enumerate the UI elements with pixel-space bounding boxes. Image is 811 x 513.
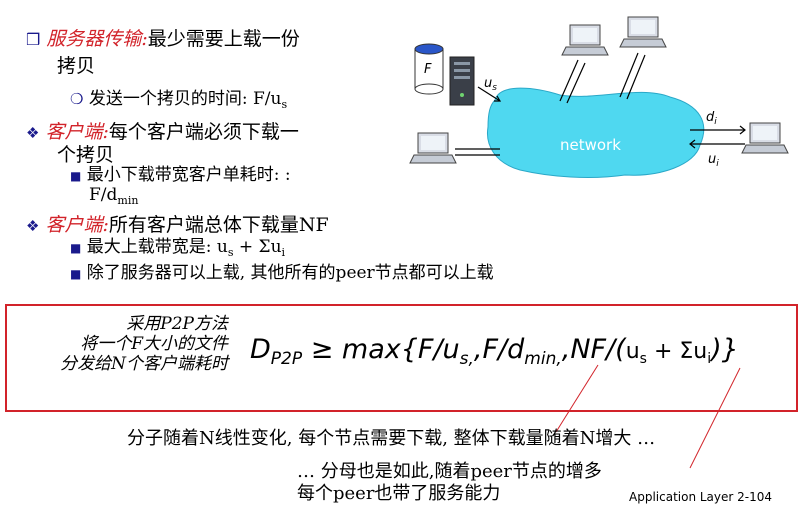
bullet-text-cont: 个拷贝	[57, 144, 115, 166]
sub-bullet-cont: F/dmin	[89, 185, 139, 207]
diamond-bullet-icon: ❖	[26, 124, 40, 142]
laptop-icon-left	[409, 132, 457, 164]
formula-left-line3: 分发给N个客户端耗时	[60, 354, 228, 374]
formula-box	[5, 304, 798, 412]
bullet-label: 客户端:	[45, 214, 109, 236]
network-diagram: F us network di ui	[409, 16, 789, 178]
circle-bullet-icon: ❍	[70, 90, 84, 108]
link-arrows	[455, 52, 746, 156]
file-icon	[414, 43, 444, 95]
bullet-clients-total: ❖ 客户端:所有客户端总体下载量NF	[26, 213, 329, 238]
di-label: di	[706, 110, 717, 127]
formula-left-label: 采用P2P方法 将一个F大小的文件 分发给N个客户端耗时	[14, 314, 228, 374]
bullet-text: 所有客户端总体下载量NF	[108, 214, 329, 236]
sub-bullet-server-time: ❍ 发送一个拷贝的时间: F/us	[70, 89, 288, 111]
page-footer: Application Layer 2-104	[629, 490, 773, 504]
square-fill-bullet-icon: ■	[70, 169, 82, 183]
laptop-icon-top-left	[561, 24, 609, 56]
sub-bullet-max-upload: ■ 最大上载带宽是: us + Σui	[70, 237, 286, 259]
p2p-formula: DP2P ≥ max{F/us,,F/dmin,,NF/(us + Σui)}	[250, 334, 739, 369]
formula-left-line2: 将一个F大小的文件	[80, 334, 228, 354]
square-fill-bullet-icon: ■	[70, 267, 82, 281]
bullet-label: 服务器传输:	[46, 28, 148, 50]
note-denominator-cont: 每个peer也带了服务能力	[297, 483, 501, 504]
sub-bullet-client-time: ■ 最小下载带宽客户单耗时: :	[70, 165, 291, 185]
bullet-text-cont: 拷贝	[57, 55, 96, 77]
bullet-text: 每个客户端必须下载一	[108, 121, 299, 143]
diamond-bullet-icon: ❖	[26, 217, 40, 235]
formula-left-line1: 采用P2P方法	[126, 314, 228, 334]
us-label: us	[484, 76, 497, 93]
square-bullet-icon: ❒	[26, 30, 41, 49]
bullet-server: ❒ 服务器传输:最少需要上载一份	[26, 27, 300, 52]
note-numerator: 分子随着N线性变化, 每个节点需要下载, 整体下载量随着N增大 …	[127, 428, 656, 449]
bullet-client: ❖ 客户端:每个客户端必须下载一	[26, 120, 299, 145]
sub-bullet-peer-upload: ■ 除了服务器可以上载, 其他所有的peer节点都可以上载	[70, 263, 494, 283]
laptop-icon-right	[741, 122, 789, 154]
network-label: network	[560, 136, 621, 154]
square-fill-bullet-icon: ■	[70, 241, 82, 255]
network-cloud	[486, 87, 705, 178]
file-label: F	[424, 62, 432, 77]
note-denominator: … 分母也是如此,随着peer节点的增多	[297, 461, 602, 482]
laptop-icon-top-right	[619, 16, 667, 48]
bullet-label: 客户端:	[45, 121, 109, 143]
server-icon	[449, 56, 475, 106]
ui-label: ui	[708, 152, 719, 169]
bullet-text: 最少需要上载一份	[147, 28, 300, 50]
